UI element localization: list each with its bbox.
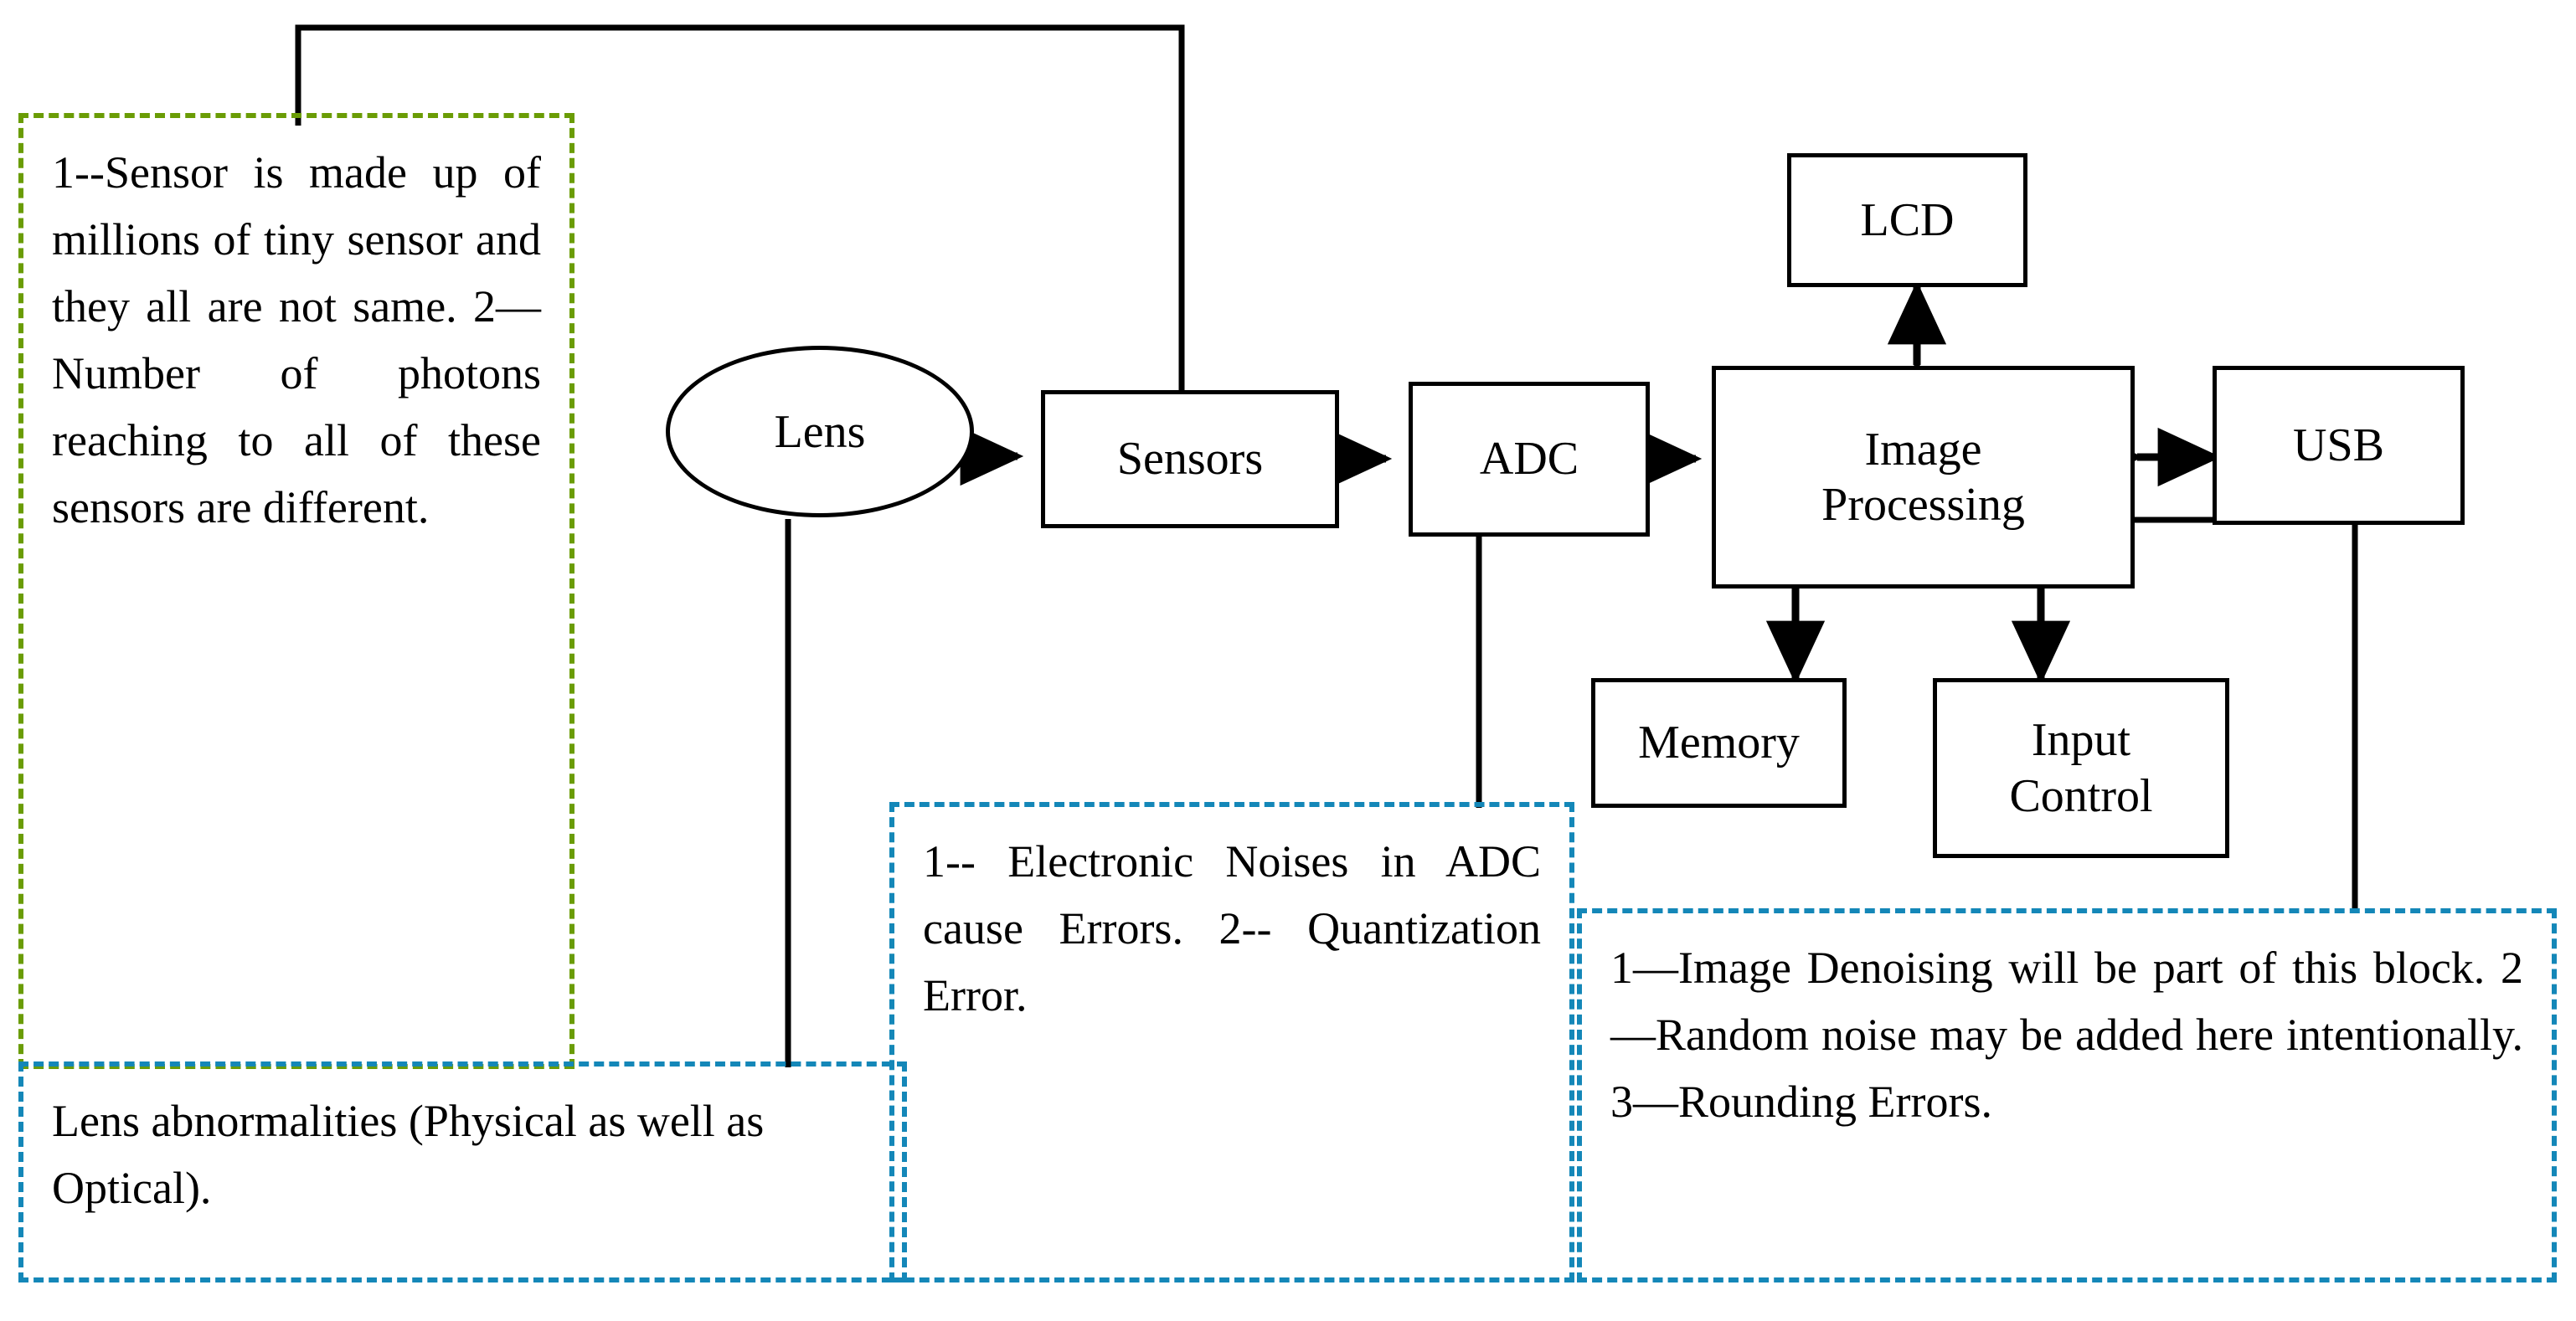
block-sensors[interactable]: Sensors bbox=[1041, 390, 1339, 528]
block-lcd[interactable]: LCD bbox=[1787, 153, 2027, 287]
block-lcd-label: LCD bbox=[1860, 193, 1955, 246]
block-memory[interactable]: Memory bbox=[1591, 678, 1847, 808]
block-usb[interactable]: USB bbox=[2213, 366, 2465, 525]
processing-note[interactable]: 1—Image Denoising will be part of this b… bbox=[1577, 908, 2557, 1282]
processing-note-text: 1—Image Denoising will be part of this b… bbox=[1610, 943, 2523, 1127]
block-lens-label: Lens bbox=[774, 405, 866, 458]
sensor-note-text: 1--Sensor is made up of millions of tiny… bbox=[52, 147, 541, 532]
block-image-processing[interactable]: Image Processing bbox=[1712, 366, 2135, 589]
block-lens[interactable]: Lens bbox=[666, 346, 974, 517]
block-input-control[interactable]: Input Control bbox=[1933, 678, 2229, 858]
block-sensors-label: Sensors bbox=[1116, 433, 1264, 486]
block-usb-label: USB bbox=[2293, 419, 2384, 471]
adc-note[interactable]: 1-- Electronic Noises in ADC cause Error… bbox=[889, 802, 1574, 1282]
block-input-control-label: Input Control bbox=[2009, 714, 2153, 822]
sensor-note[interactable]: 1--Sensor is made up of millions of tiny… bbox=[18, 113, 574, 1069]
block-memory-label: Memory bbox=[1638, 717, 1800, 769]
block-adc[interactable]: ADC bbox=[1409, 382, 1650, 537]
lens-note-text: Lens abnormalities (Physical as well as … bbox=[52, 1096, 765, 1213]
block-adc-label: ADC bbox=[1479, 433, 1579, 486]
adc-note-text: 1-- Electronic Noises in ADC cause Error… bbox=[923, 836, 1541, 1020]
block-image-processing-label: Image Processing bbox=[1821, 423, 2025, 531]
lens-note[interactable]: Lens abnormalities (Physical as well as … bbox=[18, 1061, 907, 1282]
